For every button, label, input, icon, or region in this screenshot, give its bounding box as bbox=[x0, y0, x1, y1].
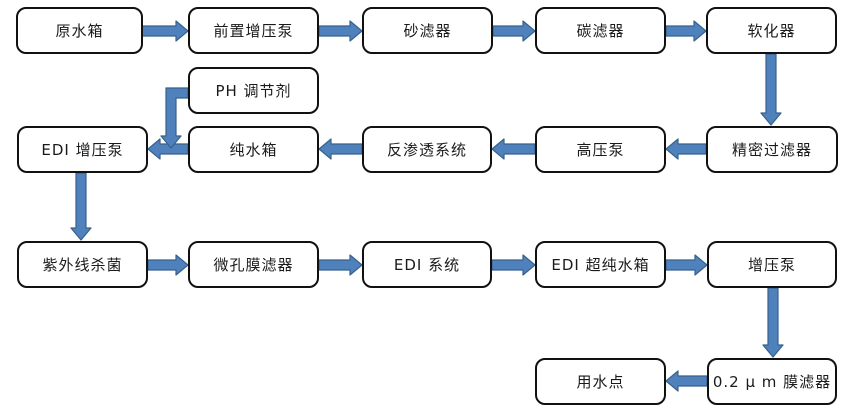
arrow-edi-ultrapure-tank-to-booster-pump bbox=[665, 254, 708, 276]
node-precision-filter: 精密过滤器 bbox=[706, 126, 838, 173]
node-edi-system: EDI 系统 bbox=[362, 241, 492, 288]
node-carbon-filter: 碳滤器 bbox=[535, 7, 666, 54]
node-softener: 软化器 bbox=[706, 7, 837, 54]
arrow-edi-system-to-edi-ultrapure-tank bbox=[491, 254, 536, 276]
node-sand-filter: 砂滤器 bbox=[362, 7, 493, 54]
arrow-membrane-filter-to-point-of-use bbox=[665, 370, 708, 392]
node-high-pressure-pump: 高压泵 bbox=[535, 126, 666, 173]
node-pre-booster-pump: 前置增压泵 bbox=[188, 7, 319, 54]
arrow-raw-water-tank-to-pre-booster-pump bbox=[141, 20, 189, 42]
arrow-booster-pump-to-membrane-filter bbox=[762, 287, 784, 358]
arrow-carbon-filter-to-softener bbox=[665, 20, 707, 42]
node-ro-system: 反渗透系统 bbox=[362, 126, 492, 173]
node-micropore-membrane-filter: 微孔膜滤器 bbox=[188, 241, 319, 288]
arrow-ro-system-to-pure-water-tank bbox=[318, 138, 363, 160]
node-ph-regulator: PH 调节剂 bbox=[188, 67, 319, 114]
arrow-softener-to-precision-filter bbox=[760, 53, 782, 126]
node-raw-water-tank: 原水箱 bbox=[16, 7, 143, 54]
node-uv-sterilizer: 紫外线杀菌 bbox=[17, 241, 148, 288]
node-booster-pump: 增压泵 bbox=[707, 241, 837, 288]
node-edi-ultrapure-tank: EDI 超纯水箱 bbox=[535, 241, 666, 288]
elbow-arrow-ph-regulator-dosing bbox=[160, 87, 189, 149]
node-membrane-filter-02um: 0.2 μ m 膜滤器 bbox=[707, 358, 837, 405]
arrow-uv-sterilizer-to-micropore-membrane-filter bbox=[147, 254, 189, 276]
arrow-precision-filter-to-high-pressure-pump bbox=[665, 138, 707, 160]
arrow-high-pressure-pump-to-ro-system bbox=[491, 138, 536, 160]
node-point-of-use: 用水点 bbox=[535, 358, 666, 405]
arrow-micropore-membrane-filter-to-edi-system bbox=[318, 254, 363, 276]
arrow-sand-filter-to-carbon-filter bbox=[492, 20, 536, 42]
arrow-pure-water-tank-to-edi-booster-pump bbox=[147, 138, 189, 160]
arrow-edi-booster-pump-to-uv-sterilizer bbox=[70, 172, 92, 241]
node-pure-water-tank: 纯水箱 bbox=[188, 126, 319, 173]
node-edi-booster-pump: EDI 增压泵 bbox=[17, 126, 148, 173]
arrow-pre-booster-pump-to-sand-filter bbox=[318, 20, 363, 42]
